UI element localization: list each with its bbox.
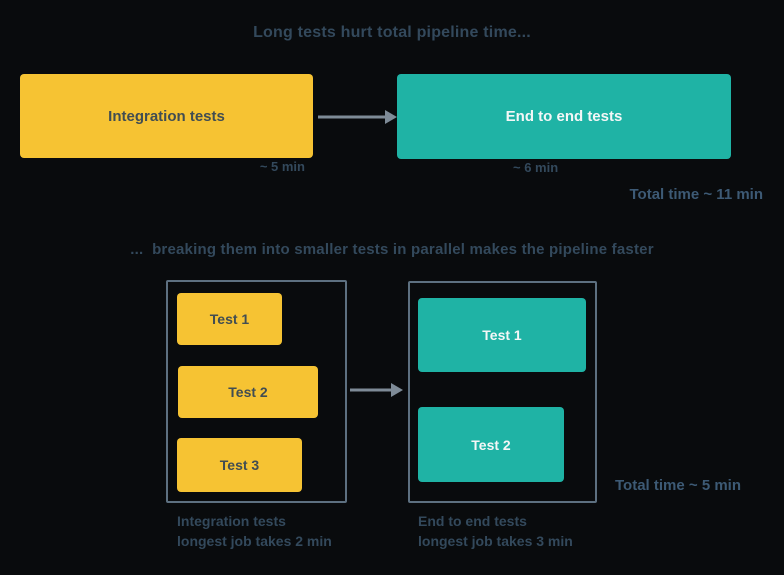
arrow-head bbox=[391, 383, 403, 397]
parallel-subtitle: ... breaking them into smaller tests in … bbox=[130, 241, 654, 258]
integration-test-box-1: Test 1 bbox=[177, 293, 282, 345]
arrow-shaft bbox=[350, 388, 394, 392]
flow-arrow-icon bbox=[318, 109, 397, 125]
e2e-test-1-label: Test 1 bbox=[482, 327, 522, 343]
arrow-shaft bbox=[318, 115, 388, 119]
e2e-caption-line2: longest job takes 3 min bbox=[418, 533, 573, 549]
integration-caption-line1: Integration tests bbox=[177, 513, 286, 529]
integration-test-2-label: Test 2 bbox=[228, 384, 268, 400]
e2e-group-caption: End to end tests longest job takes 3 min bbox=[418, 511, 573, 551]
flow-arrow-icon bbox=[350, 382, 403, 398]
total-time-top-label: Total time ~ 11 min bbox=[629, 186, 763, 203]
e2e-test-2-label: Test 2 bbox=[471, 436, 511, 453]
total-time-bottom-label: Total time ~ 5 min bbox=[615, 477, 741, 494]
e2e-tests-box: End to end tests bbox=[397, 74, 731, 159]
diagram-title: Long tests hurt total pipeline time... bbox=[253, 24, 531, 41]
e2e-caption-line1: End to end tests bbox=[418, 513, 527, 529]
integration-group-caption: Integration tests longest job takes 2 mi… bbox=[177, 511, 332, 551]
integration-caption-line2: longest job takes 2 min bbox=[177, 533, 332, 549]
e2e-test-box-2: Test 2 bbox=[418, 407, 564, 482]
integration-test-1-label: Test 1 bbox=[209, 311, 250, 327]
integration-test-box-3: Test 3 bbox=[177, 438, 302, 492]
e2e-duration-label: ~ 6 min bbox=[513, 160, 559, 175]
integration-tests-box: Integration tests bbox=[20, 74, 313, 158]
integration-test-3-label: Test 3 bbox=[219, 457, 260, 473]
integration-tests-box-label: Integration tests bbox=[108, 107, 225, 125]
e2e-test-box-1: Test 1 bbox=[418, 298, 586, 372]
integration-duration-label: ~ 5 min bbox=[259, 159, 305, 174]
integration-parallel-group: Test 1 Test 2 Test 3 bbox=[166, 280, 347, 503]
integration-test-box-2: Test 2 bbox=[178, 366, 318, 418]
arrow-head bbox=[385, 110, 397, 124]
e2e-parallel-group: Test 1 Test 2 bbox=[408, 281, 597, 503]
e2e-tests-box-label: End to end tests bbox=[505, 108, 623, 125]
